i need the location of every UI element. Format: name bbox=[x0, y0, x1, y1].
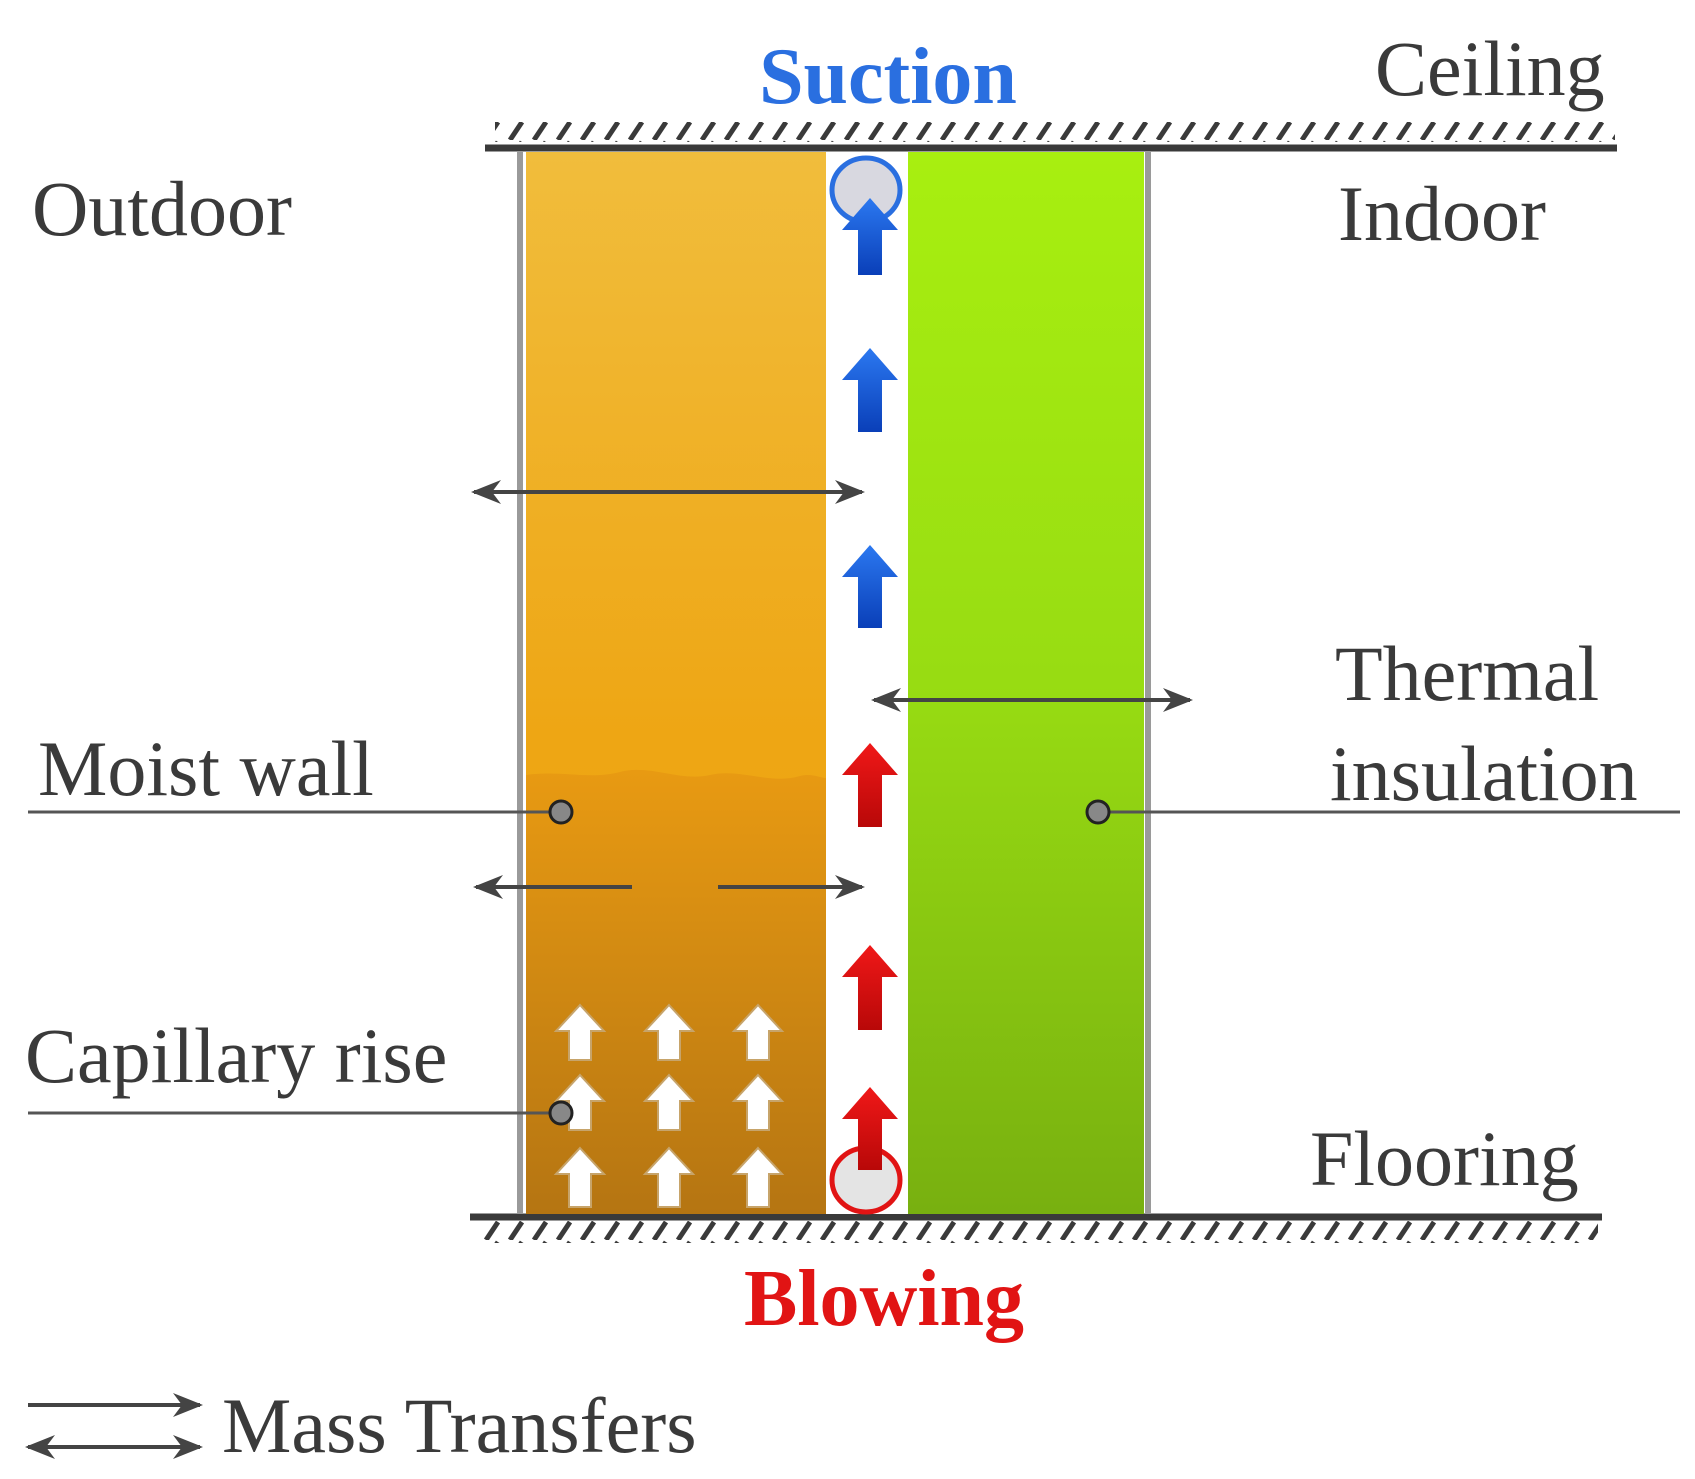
capillary-arrow-icon bbox=[642, 1073, 696, 1131]
capillary-arrows bbox=[553, 1003, 785, 1208]
moist-wall-label: Moist wall bbox=[38, 725, 374, 812]
capillary-rise-label: Capillary rise bbox=[25, 1012, 447, 1099]
airflow-arrow-icon-red-2 bbox=[842, 945, 898, 1030]
ceiling-boundary bbox=[485, 122, 1617, 152]
capillary-arrow-icon bbox=[642, 1003, 696, 1061]
thermal-insulation-layer bbox=[908, 152, 1144, 1214]
indoor-label: Indoor bbox=[1338, 170, 1546, 257]
capillary-arrow-icon bbox=[553, 1003, 607, 1061]
airflow-arrow-icon-red-1 bbox=[842, 743, 898, 827]
capillary-rise-leader bbox=[28, 1100, 574, 1126]
airflow-arrow-icon-blue-1 bbox=[842, 198, 898, 275]
blowing-label: Blowing bbox=[744, 1255, 1024, 1343]
capillary-arrow-icon bbox=[553, 1146, 607, 1208]
air-gap bbox=[826, 152, 908, 1214]
legend-label: Mass Transfers bbox=[222, 1382, 697, 1469]
capillary-arrow-icon bbox=[731, 1146, 785, 1208]
capillary-arrow-icon bbox=[642, 1146, 696, 1208]
legend-mass-transfer-icon bbox=[24, 1393, 203, 1459]
legend: Mass Transfers bbox=[24, 1382, 697, 1469]
airflow-arrow-icon-red-3 bbox=[842, 1087, 898, 1170]
suction-label: Suction bbox=[759, 33, 1017, 121]
ceiling-label: Ceiling bbox=[1375, 25, 1605, 112]
airflow-arrow-icon-blue-3 bbox=[842, 545, 898, 628]
capillary-arrow-icon bbox=[731, 1073, 785, 1131]
thermal-insulation-leader bbox=[1085, 799, 1680, 825]
flooring-label: Flooring bbox=[1310, 1115, 1579, 1202]
thermal-insulation-label-line1: Thermal bbox=[1335, 630, 1599, 717]
capillary-arrow-icon bbox=[731, 1003, 785, 1061]
outdoor-label: Outdoor bbox=[32, 165, 292, 252]
airflow-arrow-icon-blue-2 bbox=[842, 348, 898, 432]
moist-wall-leader bbox=[28, 799, 574, 825]
thermal-insulation-label-line2: insulation bbox=[1330, 730, 1638, 817]
flooring-boundary bbox=[470, 1213, 1602, 1243]
